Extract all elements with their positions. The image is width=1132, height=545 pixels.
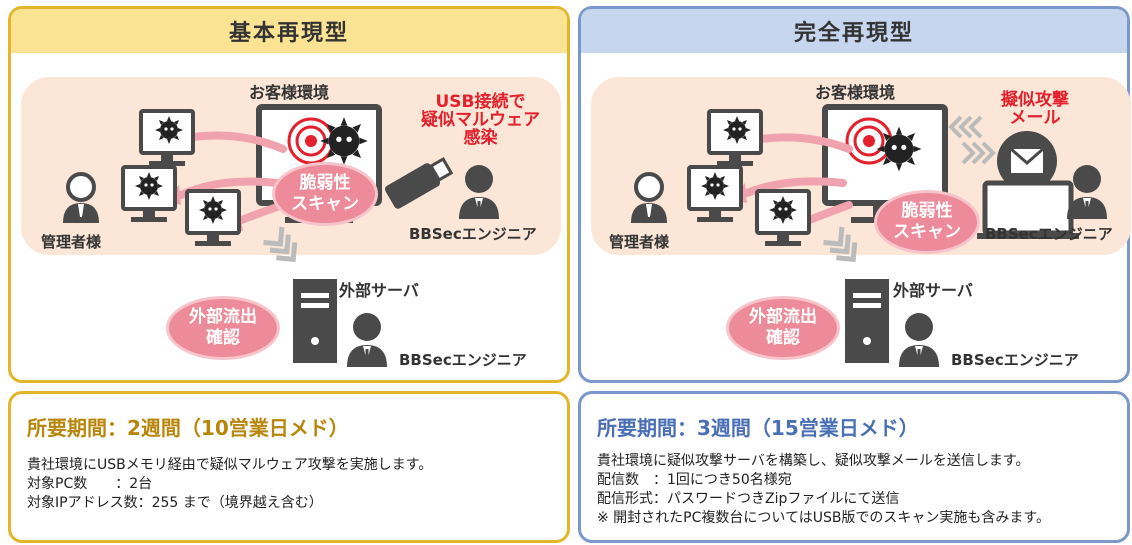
engineer-label: BBSecエンジニア	[985, 225, 1113, 243]
duration-label: 所要期間：2週間（10営業日メド）	[27, 416, 349, 440]
vulnerability-scan-bubble: 脆弱性スキャン	[275, 165, 375, 223]
panel-header: 基本再現型	[11, 9, 567, 53]
external-server-icon	[293, 279, 337, 363]
malware-icon	[320, 117, 368, 165]
customer-environment-label: お客様環境	[815, 83, 896, 102]
engineer-label: BBSecエンジニア	[409, 225, 537, 243]
basic-reproduction-panel: 基本再現型	[8, 6, 570, 383]
admin-person-icon	[629, 172, 669, 225]
external-outflow-bubble: 外部流出確認	[729, 299, 837, 357]
admin-label: 管理者様	[41, 233, 102, 251]
external-server-label: 外部サーバ	[339, 281, 419, 300]
mail-icon	[997, 131, 1057, 191]
target-icon	[845, 117, 893, 165]
admin-person-icon	[61, 172, 101, 225]
malware-icon	[876, 126, 922, 172]
engineer-icon	[459, 165, 499, 219]
client-pc-icon	[121, 165, 177, 224]
chevron-down-icon	[824, 227, 863, 267]
engineer-icon	[899, 313, 939, 367]
incoming-signal-icon	[948, 115, 996, 165]
full-details-box: 所要期間：3週間（15営業日メド） 貴社環境に疑似攻撃サーバを構築し、疑似攻撃メ…	[578, 391, 1130, 543]
customer-environment-label: お客様環境	[249, 83, 330, 102]
engineer-icon	[347, 313, 387, 367]
external-server-label: 外部サーバ	[893, 281, 973, 300]
vulnerability-scan-bubble: 脆弱性スキャン	[877, 193, 977, 251]
server-engineer-label: BBSecエンジニア	[951, 351, 1079, 369]
external-outflow-bubble: 外部流出確認	[169, 299, 277, 357]
description-text: 貴社環境に疑似攻撃サーバを構築し、疑似攻撃メールを送信します。 配信数 ：1回に…	[597, 453, 1051, 526]
chevron-down-icon	[264, 227, 303, 267]
admin-label: 管理者様	[609, 233, 670, 251]
usb-memory-icon	[384, 157, 454, 209]
external-server-icon	[845, 279, 889, 363]
client-pc-icon	[755, 189, 811, 248]
usb-infection-label: USB接続で 疑似マルウェア 感染	[421, 92, 540, 148]
full-reproduction-panel: 完全再現型	[578, 6, 1131, 383]
duration-label: 所要期間：3週間（15営業日メド）	[597, 416, 919, 440]
client-pc-icon	[139, 109, 195, 168]
full-scene-diagram	[629, 104, 1107, 367]
panel-header: 完全再現型	[581, 9, 1127, 53]
client-pc-icon	[707, 109, 763, 168]
description-text: 貴社環境にUSBメモリ経由で疑似マルウェア攻撃を実施します。 対象PC数 ：2台…	[27, 457, 433, 511]
client-pc-icon	[185, 189, 241, 248]
client-pc-icon	[687, 165, 743, 224]
basic-details-box: 所要期間：2週間（10営業日メド） 貴社環境にUSBメモリ経由で疑似マルウェア攻…	[8, 391, 570, 543]
pseudo-attack-mail-label: 擬似攻撃 メール	[1001, 90, 1069, 128]
server-engineer-label: BBSecエンジニア	[399, 351, 527, 369]
